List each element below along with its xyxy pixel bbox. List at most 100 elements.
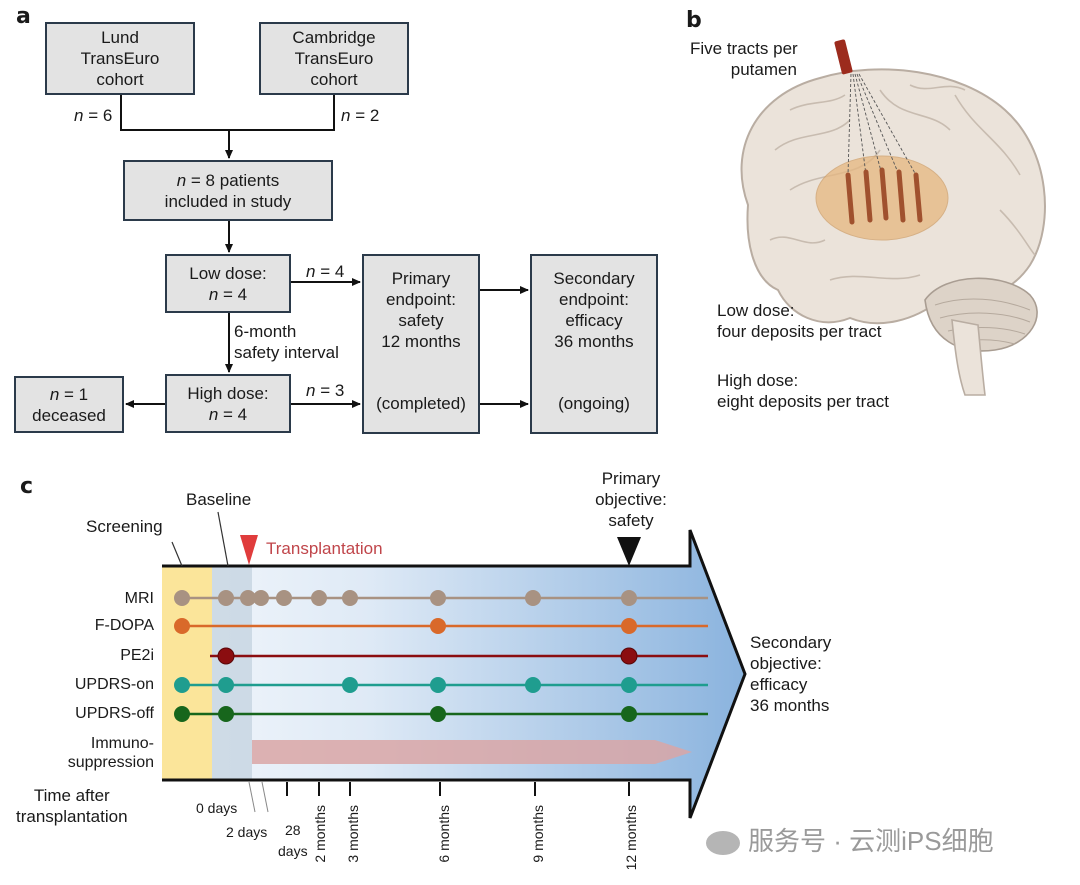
timeline-arrow-outline	[162, 529, 747, 819]
tick-3-months: 3 months	[345, 805, 361, 863]
primary-objective-label: Primary objective: safety	[595, 469, 667, 530]
cambridge-line-2: TransEuro	[294, 49, 374, 68]
cambridge-line-3: cohort	[310, 70, 358, 89]
timeline-dot-updrs-off	[621, 706, 637, 722]
immunosuppression-band	[252, 740, 692, 764]
row-label-pe2i: PE2i	[120, 647, 154, 664]
deceased-line-2: deceased	[32, 405, 106, 425]
primary-line-1: Primary	[391, 269, 451, 288]
screening-label: Screening	[86, 517, 163, 536]
timeline-dot-pe2i	[620, 647, 638, 665]
timeline-dot-mri	[240, 590, 256, 606]
high-to-primary-count: n = 3	[306, 381, 345, 400]
row-label-immunosuppression: Immuno- suppression	[67, 735, 154, 771]
injection-needle	[834, 39, 853, 75]
timeline-dot-updrs-on	[174, 677, 190, 693]
secondary-objective-label: Secondary objective: efficacy 36 months	[750, 633, 832, 715]
high-dose-box: High dose: n = 4	[165, 374, 291, 433]
low-dose-line-2: n = 4	[208, 284, 248, 304]
wechat-icon	[706, 831, 740, 856]
secondary-line-2: endpoint:	[559, 290, 629, 309]
timeline-dot-fdopa	[430, 618, 446, 634]
included-line-1: n = 8 patients	[176, 170, 280, 190]
primary-objective-marker	[617, 537, 641, 566]
timeline-dot-mri	[525, 590, 541, 606]
tick-mark-2-days	[261, 781, 269, 813]
lund-cohort-box: Lund TransEuro cohort	[45, 22, 195, 95]
secondary-endpoint-box: Secondary endpoint: efficacy 36 months (…	[530, 254, 658, 434]
primary-endpoint-box: Primary endpoint: safety 12 months (comp…	[362, 254, 480, 434]
timeline-dot-mri	[218, 590, 234, 606]
timeline-dot-fdopa	[174, 618, 190, 634]
high-dose-deposits-label: High dose: eight deposits per tract	[717, 371, 889, 411]
timeline-dot-mri	[621, 590, 637, 606]
timeline-dot-updrs-on	[218, 677, 234, 693]
timeline-dot-updrs-off	[218, 706, 234, 722]
lund-line-1: Lund	[101, 28, 139, 47]
lund-line-3: cohort	[96, 70, 144, 89]
cambridge-line-1: Cambridge	[292, 28, 376, 47]
timeline-dot-mri	[174, 590, 190, 606]
timeline-dot-mri	[276, 590, 292, 606]
timeline-dot-updrs-off	[430, 706, 446, 722]
brainstem-shape	[951, 319, 986, 396]
primary-status: (completed)	[376, 394, 466, 413]
secondary-line-4: 36 months	[554, 332, 634, 351]
tick-2-days: 2 days	[226, 824, 268, 840]
cambridge-count-label: n = 2	[341, 106, 380, 125]
lund-line-2: TransEuro	[80, 49, 160, 68]
screening-leader	[171, 541, 183, 567]
primary-line-3: safety	[398, 311, 444, 330]
timeline-dot-updrs-on	[525, 677, 541, 693]
row-label-fdopa: F-DOPA	[94, 617, 154, 634]
secondary-line-3: efficacy	[565, 311, 623, 330]
tick-9-months: 9 months	[530, 805, 546, 863]
row-label-mri: MRI	[124, 590, 154, 607]
low-dose-deposits-label: Low dose: four deposits per tract	[717, 301, 882, 341]
timeline-dot-fdopa	[621, 618, 637, 634]
secondary-line-1: Secondary	[553, 269, 635, 288]
low-to-primary-count: n = 4	[306, 262, 345, 281]
tick-2-months: 2 months	[312, 805, 328, 863]
low-dose-line-1: Low dose:	[189, 263, 267, 283]
tick-12-months: 12 months	[623, 805, 639, 871]
timeline-dot-updrs-on	[621, 677, 637, 693]
timeline-dot-mri	[311, 590, 327, 606]
baseline-label: Baseline	[186, 490, 252, 509]
safety-interval-label: 6-month safety interval	[234, 322, 339, 362]
included-line-2: included in study	[164, 191, 292, 211]
transplantation-label: Transplantation	[266, 539, 383, 558]
transplantation-marker	[240, 535, 258, 565]
timeline-dot-mri	[253, 590, 269, 606]
cambridge-cohort-box: Cambridge TransEuro cohort	[259, 22, 409, 95]
tick-mark-0-days	[248, 781, 256, 813]
tracts-label: Five tracts per putamen	[690, 39, 798, 79]
panel-b-letter: b	[686, 8, 702, 33]
timeline-dot-updrs-off	[174, 706, 190, 722]
timeline-dot-updrs-on	[430, 677, 446, 693]
row-label-updrs-on: UPDRS-on	[74, 676, 154, 693]
panel-c-letter: c	[20, 474, 34, 499]
deceased-line-1: n = 1	[49, 384, 89, 404]
time-axis-label: Time after transplantation	[16, 786, 128, 826]
primary-line-4: 12 months	[381, 332, 461, 351]
low-dose-box: Low dose: n = 4	[165, 254, 291, 313]
timeline-dot-mri	[430, 590, 446, 606]
panel-a-letter: a	[16, 4, 31, 29]
timeline-dot-mri	[342, 590, 358, 606]
primary-line-2: endpoint:	[386, 290, 456, 309]
tick-28-days: 28 days	[278, 822, 308, 859]
high-dose-line-2: n = 4	[208, 404, 248, 424]
timeline-dot-pe2i	[217, 647, 235, 665]
high-dose-line-1: High dose:	[187, 383, 269, 403]
tick-6-months: 6 months	[436, 805, 452, 863]
lund-count-label: n = 6	[74, 106, 113, 125]
deposit-tracts	[845, 167, 923, 225]
included-patients-box: n = 8 patients included in study	[123, 160, 333, 221]
watermark: 服务号 · 云测iPS细胞	[706, 826, 994, 856]
timeline-dot-updrs-on	[342, 677, 358, 693]
deceased-box: n = 1 deceased	[14, 376, 124, 433]
